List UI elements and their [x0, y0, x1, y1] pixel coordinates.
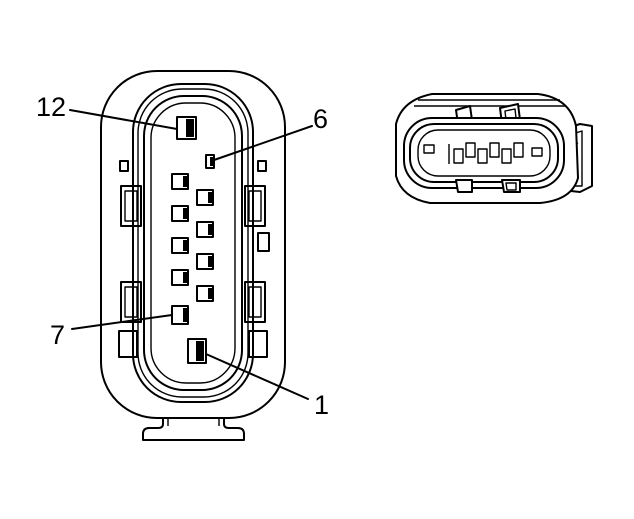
side-lock-tabs-right [244, 160, 270, 358]
pin-label-7: 7 [50, 320, 65, 350]
connector-face-view: 12 6 7 1 [36, 70, 329, 441]
terminal-cavities [171, 116, 215, 364]
connector-isometric-view [395, 93, 593, 204]
bottom-clip-left [455, 179, 473, 193]
outer-housing [100, 70, 286, 419]
inner-cavity-wall [143, 95, 243, 391]
pin-label-12: 12 [36, 92, 66, 122]
isometric-pins [423, 142, 543, 164]
outer-seal-ring [132, 83, 254, 403]
callout-leaders [69, 109, 313, 400]
pin-label-1: 1 [314, 390, 329, 420]
pin-label-6: 6 [313, 104, 328, 134]
